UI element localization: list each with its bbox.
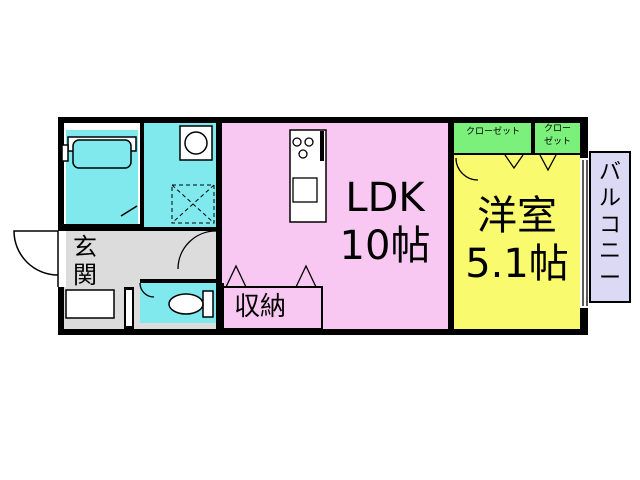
kitchen-wall: [320, 131, 324, 161]
balcony: [589, 151, 631, 303]
closet-right: [535, 123, 580, 153]
closet-left: [454, 123, 532, 153]
wall-bath-wash: [140, 123, 144, 227]
storage-wall: [216, 283, 224, 329]
ldk-label: LDK: [345, 175, 425, 221]
bathtub: [72, 139, 132, 169]
western-door-swing: [455, 157, 479, 181]
wall-wash-ldk: [216, 123, 222, 229]
closet-left-label: クローゼット: [465, 127, 520, 137]
western-label: 洋室: [477, 193, 557, 239]
closet-right-label-1: クロー: [543, 124, 571, 134]
toilet-tank: [202, 290, 214, 318]
ldk-size: 10帖: [339, 223, 431, 269]
toilet-door-swing: [139, 282, 155, 298]
entrance-label: 玄関: [73, 233, 97, 289]
storage-label: 収納: [234, 292, 287, 322]
closet-door-2: [539, 154, 557, 172]
wall-ldk-western: [448, 123, 454, 329]
stove-burner-3: [298, 149, 308, 159]
kitchen-sink: [292, 177, 318, 203]
wall-wash-hall: [140, 227, 216, 231]
wall-closet-bottom: [454, 153, 580, 155]
toilet-bowl: [168, 293, 204, 315]
wall-bath-hall: [64, 224, 140, 231]
bath-door-swing: [120, 205, 138, 217]
storage-door-left: [225, 264, 247, 288]
entrance-opening: [56, 231, 66, 287]
stove-burner-2: [304, 137, 314, 147]
washer-space: [171, 184, 215, 224]
storage-door-right: [295, 264, 317, 288]
western-room: [454, 155, 580, 329]
bath-window: [61, 144, 69, 162]
balcony-label: バルコニー: [598, 160, 621, 291]
stove-burner-1: [292, 137, 302, 147]
closet-right-label-2: ゼット: [543, 137, 571, 147]
entrance-door-swing: [13, 230, 59, 276]
closet-door-1: [504, 154, 524, 170]
sink-bowl: [184, 131, 208, 155]
step-gap: [126, 290, 132, 326]
western-size: 5.1帖: [465, 241, 569, 287]
ldk-door-swing: [177, 230, 217, 270]
shoe-cabinet: [65, 289, 115, 319]
balcony-window: [580, 158, 590, 308]
wall-toilet-top: [140, 279, 216, 283]
washer-cross-2: [171, 184, 215, 224]
